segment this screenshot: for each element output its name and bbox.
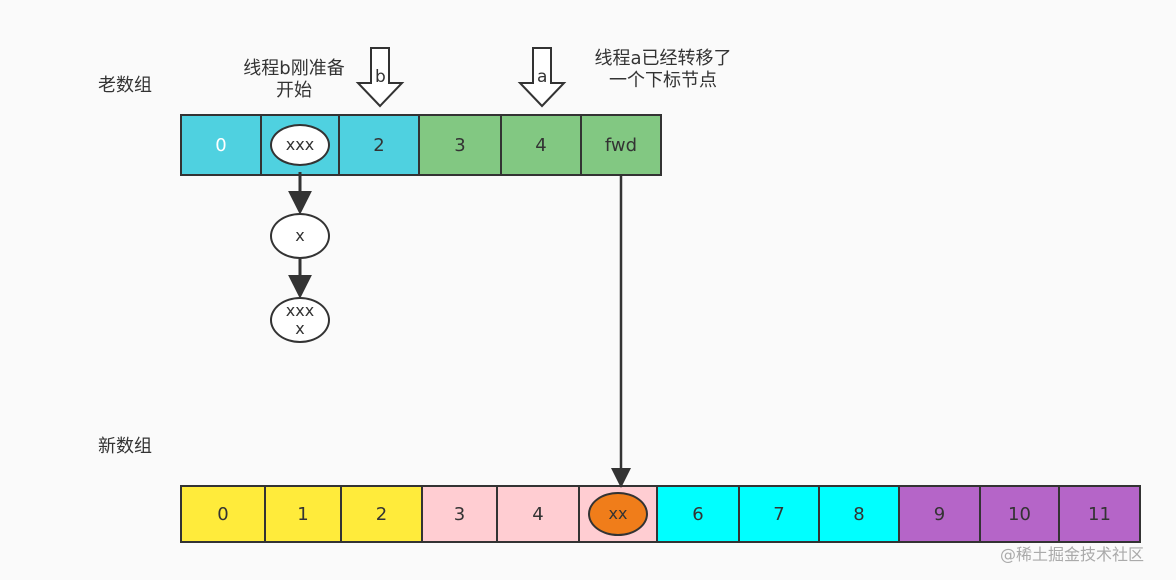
new-cell-7: 7	[738, 485, 820, 543]
new-cell-11: 11	[1058, 485, 1141, 543]
pointer-a-arrow	[517, 47, 567, 108]
pointer-b-arrow	[355, 47, 405, 108]
new-cell-4: 4	[496, 485, 580, 543]
old-cell-5: fwd	[580, 114, 662, 176]
old-cell-1: xxx	[260, 114, 340, 176]
old-cell-3: 3	[418, 114, 502, 176]
old-cell-2: 2	[338, 114, 420, 176]
pointer-a-label: a	[537, 67, 548, 87]
new-cell-8: 8	[818, 485, 900, 543]
chain-node-1: x	[270, 213, 330, 259]
watermark: @稀土掘金技术社区	[1000, 545, 1145, 564]
pointer-b-label: b	[375, 67, 386, 87]
old-array-label: 老数组	[98, 75, 152, 96]
new-cell-6: 6	[656, 485, 740, 543]
new-cell-3: 3	[421, 485, 498, 543]
chain-node-2: xxx x	[270, 297, 330, 343]
new-cell-9: 9	[898, 485, 981, 543]
new-cell-0: 0	[180, 485, 266, 543]
new-cell-2: 2	[340, 485, 423, 543]
thread-b-annotation: 线程b刚准备 开始	[243, 58, 345, 101]
new-slot5-node: xx	[588, 492, 648, 536]
new-array-label: 新数组	[98, 436, 152, 457]
new-cell-5: xx	[578, 485, 658, 543]
old-slot1-node: xxx	[270, 124, 330, 166]
thread-a-annotation: 线程a已经转移了 一个下标节点	[594, 48, 732, 91]
